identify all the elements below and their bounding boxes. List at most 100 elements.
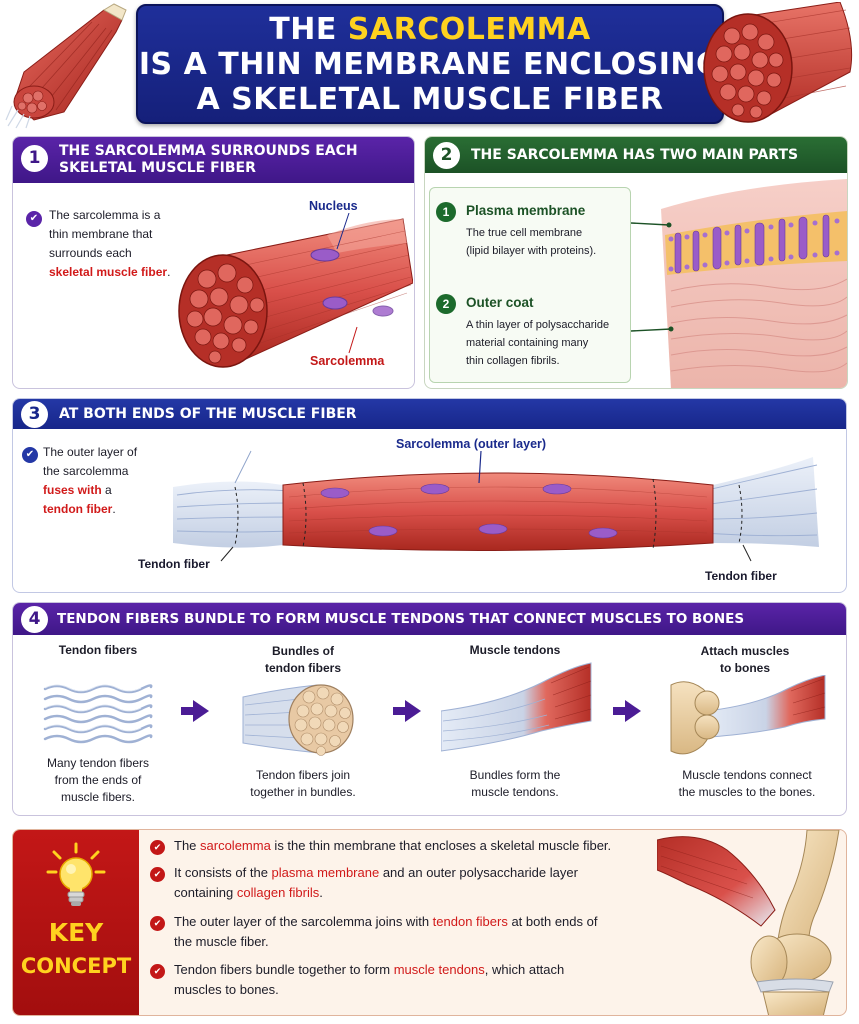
step-3-title-line1: Muscle tendons	[469, 643, 561, 657]
step-3-title: Muscle tendons	[437, 643, 593, 657]
check-icon: ✔	[150, 840, 165, 855]
key-label-line2: CONCEPT	[20, 954, 132, 978]
key-item-1-text-b: is the thin membrane that encloses a ske…	[270, 838, 612, 853]
key-concept-label: KEY CONCEPT	[13, 830, 139, 1015]
check-icon: ✔	[150, 916, 165, 931]
key-item-3: The outer layer of the sarcolemma joins …	[174, 912, 694, 952]
title-line1: THE	[269, 12, 348, 47]
check-icon: ✔	[150, 867, 165, 882]
key-item-4-text-b: , which attach	[484, 962, 565, 977]
step-1-desc-line2: from the ends of	[54, 773, 142, 787]
section-4-header: TENDON FIBERS BUNDLE TO FORM MUSCLE TEND…	[13, 603, 846, 635]
part-1-desc: The true cell membrane (lipid bilayer wi…	[466, 224, 596, 260]
title-line3: A SKELETAL MUSCLE FIBER	[196, 82, 664, 117]
section-1-panel: THE SARCOLEMMA SURROUNDS EACH SKELETAL M…	[12, 136, 415, 389]
step-1-desc-line3: muscle fibers.	[60, 790, 136, 804]
key-item-3-red: tendon fibers	[432, 914, 508, 929]
section-1-header: THE SARCOLEMMA SURROUNDS EACH SKELETAL M…	[13, 137, 414, 183]
membrane-layers-illustration	[630, 175, 847, 388]
section-1-text-end: .	[167, 265, 171, 279]
key-item-4-line2-a: muscles to bones.	[174, 982, 279, 997]
key-item-3-line2-a: the muscle fiber.	[174, 934, 269, 949]
key-item-1-red: sarcolemma	[200, 838, 271, 853]
label-tendon-fiber-right: Tendon fiber	[705, 569, 777, 583]
part-1-title: Plasma membrane	[466, 203, 586, 218]
part-2-desc: A thin layer of polysaccharide material …	[466, 316, 609, 370]
key-item-3-text-a: The outer layer of the sarcolemma joins …	[174, 914, 433, 929]
label-sarcolemma-outer: Sarcolemma (outer layer)	[396, 437, 547, 451]
fiber-tendon-illustration	[173, 447, 823, 567]
part-2-desc-line2: material containing many	[466, 337, 589, 349]
section-3-title: AT BOTH ENDS OF THE MUSCLE FIBER	[59, 405, 357, 422]
knee-joint-illustration	[656, 830, 846, 1015]
page-title: THE SARCOLEMMA IS A THIN MEMBRANE ENCLOS…	[136, 4, 724, 124]
title-line2: IS A THIN MEMBRANE ENCLOSING	[138, 47, 722, 82]
arrow-right-icon	[625, 700, 641, 722]
step-3-desc: Bundles form the muscle tendons.	[437, 767, 593, 801]
key-item-3-text-b: at both ends of	[507, 914, 598, 929]
part-1-badge: 1	[436, 202, 456, 222]
section-1-title-line2: SKELETAL MUSCLE FIBER	[59, 160, 256, 176]
section-3-text: The outer layer of the sarcolemma fuses …	[43, 443, 183, 519]
fiber-cross-section-topright	[700, 1, 856, 128]
arrow-right-icon	[193, 700, 209, 722]
lightbulb-icon	[46, 842, 106, 916]
step-4-title-line2: to bones	[720, 661, 770, 675]
section-3-text-line1: The outer layer of	[43, 445, 138, 459]
arrow-right-icon	[181, 707, 193, 715]
key-label-line1: KEY	[48, 918, 104, 947]
section-4-number-badge: 4	[21, 606, 48, 633]
section-1-title-line1: THE SARCOLEMMA SURROUNDS EACH	[59, 143, 358, 159]
step-2-desc-line2: together in bundles.	[250, 785, 356, 799]
step-4-desc-line1: Muscle tendons connect	[682, 768, 812, 782]
part-1-desc-line2: (lipid bilayer with proteins).	[466, 245, 597, 257]
step-2-desc: Tendon fibers join together in bundles.	[223, 767, 383, 801]
step-2-title-line1: Bundles of	[272, 644, 334, 658]
tendon-bundle-illustration	[239, 681, 359, 761]
section-2-number-badge: 2	[433, 142, 460, 169]
key-item-4-red: muscle tendons	[393, 962, 485, 977]
part-2-title: Outer coat	[466, 295, 534, 310]
section-4-panel: TENDON FIBERS BUNDLE TO FORM MUSCLE TEND…	[12, 602, 847, 816]
section-1-text: The sarcolemma is a thin membrane that s…	[49, 206, 199, 282]
parts-list-box: 1 Plasma membrane The true cell membrane…	[429, 187, 631, 383]
step-4-title-line1: Attach muscles	[700, 644, 790, 658]
section-1-text-line3: surrounds each	[49, 246, 132, 260]
step-1-title: Tendon fibers	[23, 643, 173, 657]
step-3-desc-line1: Bundles form the	[469, 768, 561, 782]
key-item-2-text-a: It consists of the	[174, 865, 272, 880]
title-highlight: SARCOLEMMA	[347, 12, 591, 47]
label-tendon-fiber-left: Tendon fiber	[138, 557, 210, 571]
key-item-4-text-a: Tendon fibers bundle together to form	[174, 962, 394, 977]
part-2-desc-line1: A thin layer of polysaccharide	[466, 319, 610, 331]
section-1-text-line1: The sarcolemma is a	[49, 208, 161, 222]
part-2-desc-line3: thin collagen fibrils.	[466, 355, 560, 367]
step-2-desc-line1: Tendon fibers join	[255, 768, 351, 782]
step-3-desc-line2: muscle tendons.	[471, 785, 559, 799]
step-1-desc: Many tendon fibers from the ends of musc…	[23, 755, 173, 806]
label-sarcolemma: Sarcolemma	[310, 354, 385, 368]
part-1-desc-line1: The true cell membrane	[466, 227, 583, 239]
step-1-title-line1: Tendon fibers	[58, 643, 138, 657]
section-3-number-badge: 3	[21, 401, 48, 428]
step-4-desc: Muscle tendons connect the muscles to th…	[649, 767, 845, 801]
step-1-desc-line1: Many tendon fibers	[46, 756, 150, 770]
arrow-right-icon	[393, 707, 405, 715]
check-icon: ✔	[26, 211, 42, 227]
section-3-header: AT BOTH ENDS OF THE MUSCLE FIBER	[13, 399, 846, 429]
section-4-title: TENDON FIBERS BUNDLE TO FORM MUSCLE TEND…	[57, 610, 745, 627]
key-item-2-line2-b: .	[319, 885, 323, 900]
key-item-2-red: plasma membrane	[271, 865, 380, 880]
section-3-text-line2: the sarcolemma	[43, 464, 129, 478]
section-1-text-red: skeletal muscle fiber	[49, 265, 168, 279]
tendon-fibers-illustration	[43, 683, 153, 745]
key-item-2-line2-red: collagen fibrils	[236, 885, 320, 900]
section-3-text-red1: fuses with	[43, 483, 102, 497]
step-2-title: Bundles of tendon fibers	[223, 643, 383, 677]
step-4-desc-line2: the muscles to the bones.	[678, 785, 816, 799]
label-nucleus: Nucleus	[309, 199, 358, 213]
key-item-2-line2-a: containing	[174, 885, 237, 900]
arrow-right-icon	[405, 700, 421, 722]
section-2-header: THE SARCOLEMMA HAS TWO MAIN PARTS	[425, 137, 847, 173]
key-item-1: The sarcolemma is the thin membrane that…	[174, 836, 694, 856]
